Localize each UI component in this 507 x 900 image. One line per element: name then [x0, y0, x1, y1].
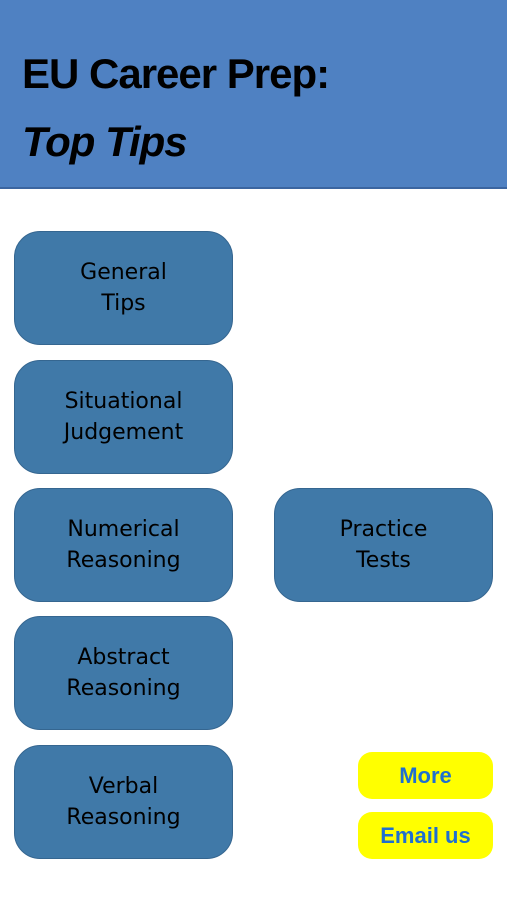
verbal-reasoning-label: Verbal Reasoning: [66, 774, 181, 830]
email-us-button[interactable]: Email us: [358, 812, 493, 859]
practice-tests-label: Practice Tests: [339, 517, 428, 573]
abstract-reasoning-label: Abstract Reasoning: [66, 645, 181, 701]
general-tips-button[interactable]: General Tips: [14, 231, 233, 345]
numerical-reasoning-button[interactable]: Numerical Reasoning: [14, 488, 233, 602]
app-header: EU Career Prep: Top Tips: [0, 0, 507, 189]
page-title: EU Career Prep:: [22, 50, 330, 97]
abstract-reasoning-button[interactable]: Abstract Reasoning: [14, 616, 233, 730]
general-tips-label: General Tips: [80, 260, 167, 316]
situational-judgement-label: Situational Judgement: [63, 389, 184, 445]
page-subtitle: Top Tips: [22, 118, 188, 165]
practice-tests-button[interactable]: Practice Tests: [274, 488, 493, 602]
verbal-reasoning-button[interactable]: Verbal Reasoning: [14, 745, 233, 859]
numerical-reasoning-label: Numerical Reasoning: [66, 517, 181, 573]
situational-judgement-button[interactable]: Situational Judgement: [14, 360, 233, 474]
more-button[interactable]: More: [358, 752, 493, 799]
